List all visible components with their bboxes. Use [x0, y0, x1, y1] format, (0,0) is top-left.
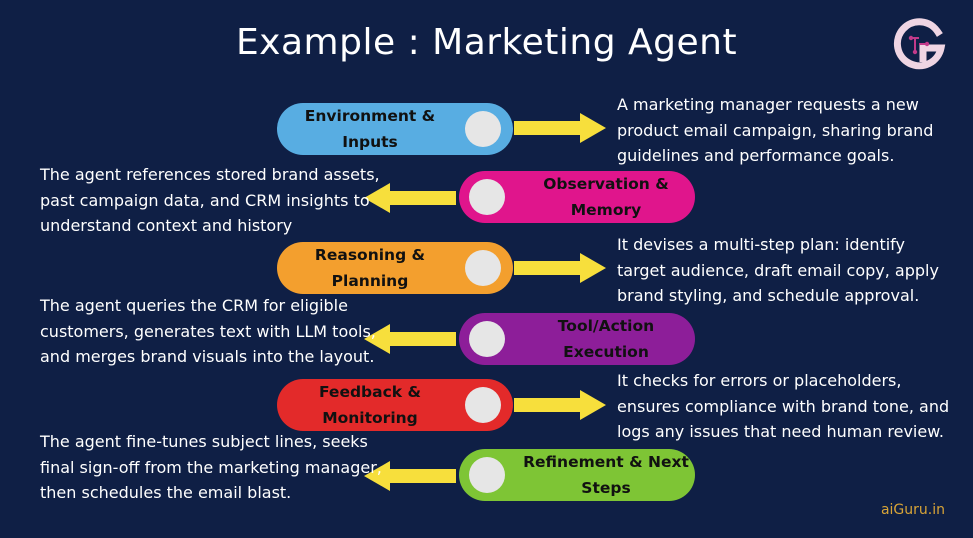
step-description: The agent references stored brand assets…: [40, 165, 380, 235]
step-knob: [465, 111, 501, 147]
step-knob: [465, 387, 501, 423]
step-description: It checks for errors or placeholders,ens…: [617, 371, 950, 441]
step-knob: [469, 179, 505, 215]
step-knob: [469, 457, 505, 493]
step-label: Observation &Memory: [543, 175, 669, 219]
step-pill-reasoning-planning: Reasoning &Planning: [277, 242, 513, 294]
arrow-right-icon: [514, 113, 606, 143]
step-label: Feedback &Monitoring: [318, 383, 422, 427]
step-pill-feedback-monitoring: Feedback &Monitoring: [277, 379, 513, 431]
step-label: Reasoning &Planning: [314, 246, 426, 290]
page-title: Example : Marketing Agent: [235, 22, 738, 63]
arrow-right-icon: [514, 253, 606, 283]
step-pill-observation-memory: Observation &Memory: [459, 171, 695, 223]
step-description: The agent fine-tunes subject lines, seek…: [40, 432, 382, 502]
site-url: aiGuru.in: [880, 502, 945, 518]
arrow-left-icon: [364, 324, 456, 354]
step-pill-environment-inputs: Environment &Inputs: [277, 103, 513, 155]
step-knob: [465, 250, 501, 286]
arrow-right-icon: [514, 390, 606, 420]
aiguru-logo-icon: [893, 18, 946, 70]
step-label: Environment &Inputs: [304, 107, 436, 151]
step-knob: [469, 321, 505, 357]
arrow-left-icon: [364, 183, 456, 213]
arrow-left-icon: [364, 461, 456, 491]
